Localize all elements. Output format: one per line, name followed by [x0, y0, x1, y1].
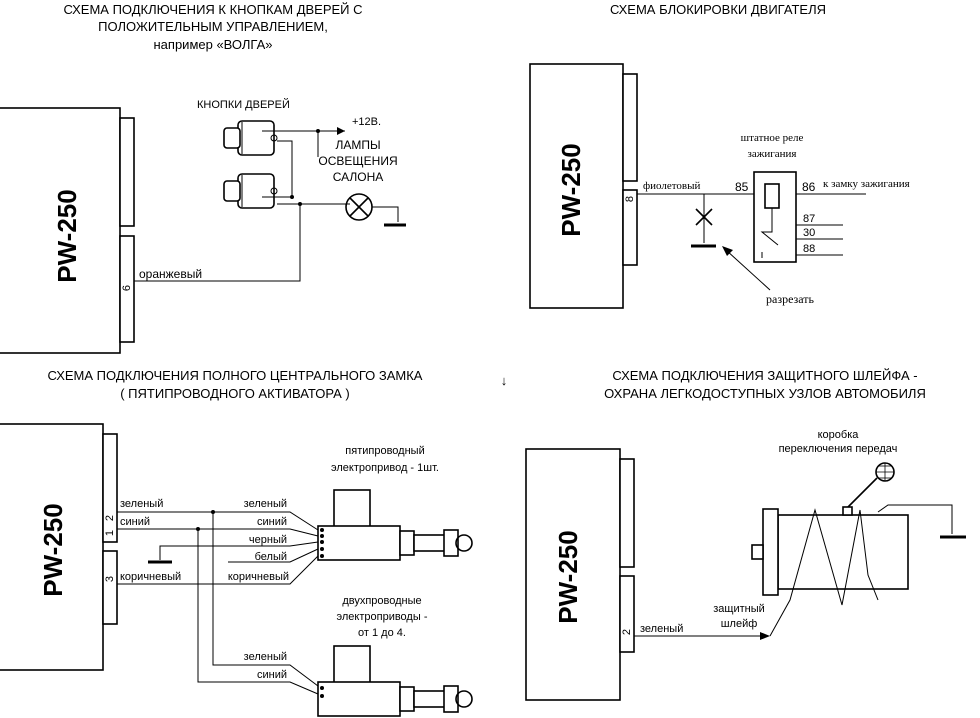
connector-upper-2 — [622, 73, 638, 182]
five-wire-label-line2: электропривод - 1шт. — [331, 462, 439, 474]
pw250-unit-2 — [529, 63, 624, 309]
left-wire-brown: коричневый — [120, 571, 181, 583]
engine-block-title: СХЕМА БЛОКИРОВКИ ДВИГАТЕЛЯ — [610, 2, 826, 17]
central-lock-title-line1: СХЕМА ПОДКЛЮЧЕНИЯ ПОЛНОГО ЦЕНТРАЛЬНОГО З… — [48, 368, 423, 383]
connector-upper-4 — [619, 458, 635, 568]
loop-wire-label: зеленый — [640, 623, 683, 635]
connector-lower-4 — [619, 575, 635, 653]
loop-label-line2: шлейф — [721, 618, 758, 630]
two-wire-blue: синий — [257, 669, 287, 681]
pw250-label-4: PW-250 — [553, 530, 583, 623]
green-branch — [212, 512, 319, 687]
door-buttons-title-line2: ПОЛОЖИТЕЛЬНЫМ УПРАВЛЕНИЕМ, — [98, 19, 328, 34]
terminal-85: 85 — [735, 180, 749, 194]
pin-number-2-label: 2 — [104, 515, 116, 521]
lamp-label-line3: САЛОНА — [333, 170, 384, 184]
connector-lower-1 — [119, 235, 135, 343]
orange-wire — [134, 204, 301, 282]
door-buttons-title-line3: например «ВОЛГА» — [154, 37, 273, 52]
blue-wire-main — [117, 528, 319, 537]
power-label: +12В. — [352, 116, 381, 128]
relay-label-line2: зажигания — [748, 148, 797, 160]
two-wire-green: зеленый — [244, 651, 287, 663]
five-wire-blue: синий — [257, 516, 287, 528]
pin-number-3-label: 3 — [104, 576, 116, 582]
gearbox — [751, 462, 909, 596]
connector-lower-2 — [622, 189, 638, 266]
relay-coil — [764, 183, 780, 209]
connector-lower-3 — [102, 550, 118, 625]
lamp-symbol — [345, 193, 373, 221]
green-wire-main — [117, 511, 319, 531]
pin-number-1: 6 — [121, 285, 133, 291]
two-wire-label-line1: двухпроводные — [342, 595, 421, 607]
cut-label: разрезать — [766, 292, 815, 306]
gearbox-label-line1: коробка — [818, 429, 860, 441]
pw250-unit-3 — [0, 423, 104, 671]
pw250-unit-4 — [525, 448, 621, 701]
brown-wire-main — [117, 555, 319, 585]
protective-loop-title-line1: СХЕМА ПОДКЛЮЧЕНИЯ ЗАЩИТНОГО ШЛЕЙФА - — [612, 368, 917, 383]
button1-wire — [262, 140, 293, 198]
central-lock-title-line2: ( ПЯТИПРОВОДНОГО АКТИВАТОРА ) — [120, 386, 350, 401]
door-buttons-title-line1: СХЕМА ПОДКЛЮЧЕНИЯ К КНОПКАМ ДВЕРЕЙ С — [63, 2, 362, 17]
lamp-label-line1: ЛАМПЫ — [335, 138, 380, 152]
connector-upper-1 — [119, 117, 135, 227]
pw250-label-2: PW-250 — [556, 143, 586, 236]
pw250-unit-1 — [0, 107, 121, 354]
blue-branch — [197, 529, 319, 695]
left-wire-blue: синий — [120, 516, 150, 528]
two-wire-label-line2: электроприводы - — [337, 611, 428, 623]
protective-loop-scheme: СХЕМА ПОДКЛЮЧЕНИЯ ЗАЩИТНОГО ШЛЕЙФА - ОХР… — [525, 368, 966, 701]
five-wire-brown: коричневый — [228, 571, 289, 583]
terminal-86: 86 — [802, 180, 816, 194]
pin-number-1-label: 1 — [104, 530, 116, 536]
door-button-1 — [223, 120, 278, 156]
cut-mark — [691, 194, 716, 248]
door-buttons-label: КНОПКИ ДВЕРЕЙ — [197, 98, 290, 111]
gearbox-label-line2: переключения передач — [779, 443, 898, 455]
pin-number-4: 2 — [621, 629, 633, 635]
down-arrow-icon: ↓ — [501, 373, 508, 388]
protective-loop-title-line2: ОХРАНА ЛЕГКОДОСТУПНЫХ УЗЛОВ АВТОМОБИЛЯ — [604, 386, 926, 401]
terminal-30: 30 — [803, 227, 815, 239]
engine-block-scheme: СХЕМА БЛОКИРОВКИ ДВИГАТЕЛЯ PW-250 8 фиол… — [529, 2, 910, 309]
five-wire-actuator — [317, 489, 473, 561]
five-wire-white: белый — [255, 551, 287, 563]
five-wire-green: зеленый — [244, 498, 287, 510]
left-wire-green: зеленый — [120, 498, 163, 510]
pin-number-2: 8 — [624, 196, 636, 202]
loop-label-line1: защитный — [713, 603, 765, 615]
central-lock-scheme: СХЕМА ПОДКЛЮЧЕНИЯ ПОЛНОГО ЦЕНТРАЛЬНОГО З… — [0, 368, 473, 717]
terminal-88: 88 — [803, 243, 815, 255]
five-wire-label-line1: пятипроводный — [345, 445, 424, 457]
two-wire-label-line3: от 1 до 4. — [358, 627, 406, 639]
door-button-2 — [223, 173, 278, 209]
door-buttons-scheme: СХЕМА ПОДКЛЮЧЕНИЯ К КНОПКАМ ДВЕРЕЙ С ПОЛ… — [0, 2, 406, 354]
lamp-ground-wire — [372, 206, 399, 222]
black-wire — [159, 541, 319, 560]
relay-label-line1: штатное реле — [741, 132, 804, 144]
cut-arrow — [725, 249, 771, 291]
terminal-87: 87 — [803, 213, 815, 225]
connector-upper-3 — [102, 433, 118, 543]
loop-ground-wire — [877, 504, 953, 534]
pw250-label-1: PW-250 — [52, 189, 82, 282]
five-wire-black: черный — [249, 534, 287, 546]
two-wire-actuator — [317, 645, 473, 717]
ignition-label: к замку зажигания — [823, 178, 910, 190]
pw250-label-3: PW-250 — [38, 503, 68, 596]
lamp-label-line2: ОСВЕЩЕНИЯ — [318, 154, 397, 168]
orange-wire-label: оранжевый — [139, 267, 202, 281]
violet-wire-label: фиолетовый — [643, 180, 700, 192]
protective-loop — [769, 508, 879, 637]
white-wire — [228, 548, 319, 563]
